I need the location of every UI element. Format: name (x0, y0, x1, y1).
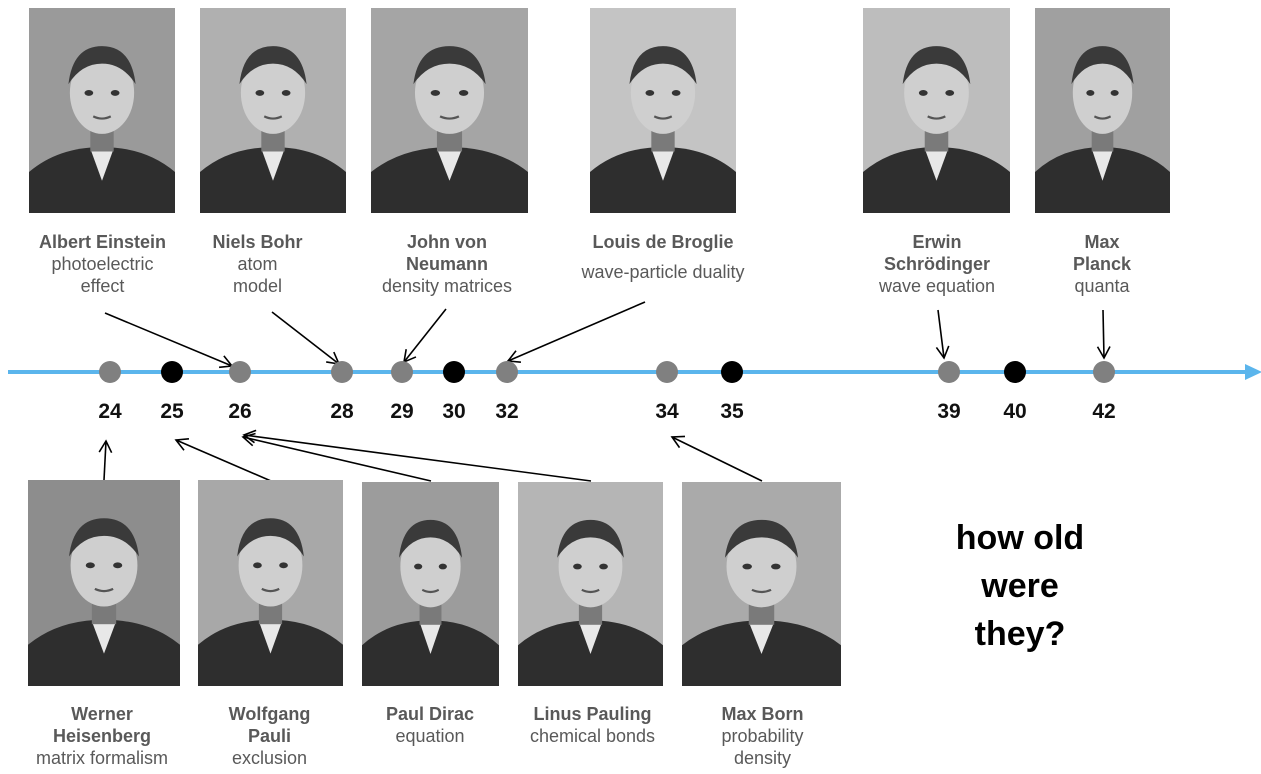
physicist-name: Niels Bohr (212, 232, 303, 252)
portrait-silhouette (200, 8, 346, 213)
caption-wolfgang-pauli: Wolfgang Pauli exclusion (207, 703, 332, 769)
age-label-24: 24 (98, 400, 122, 423)
age-label-35: 35 (720, 400, 744, 423)
portrait-silhouette (518, 482, 663, 686)
physicist-name: Max Planck (1072, 232, 1132, 274)
physicist-name: Max Born (721, 704, 804, 724)
physicist-achievement: density matrices (381, 276, 513, 296)
physicist-achievement: wave equation (878, 276, 996, 296)
arrow-von-neumann (402, 308, 447, 364)
physicist-achievement: matrix formalism (35, 748, 168, 768)
portrait-silhouette (198, 480, 343, 686)
timeline-marker-30 (443, 361, 465, 383)
caption-max-born: Max Born probability density (690, 703, 835, 769)
portrait-silhouette (28, 480, 180, 686)
arrow-bohr (271, 311, 341, 366)
age-label-28: 28 (330, 400, 354, 423)
arrow-dirac (241, 432, 432, 482)
portrait-silhouette (863, 8, 1010, 213)
portrait-paul-dirac (362, 482, 499, 686)
timeline-marker-32 (496, 361, 518, 383)
caption-albert-einstein: Albert Einstein photoelectric effect (15, 231, 190, 297)
caption-louis-de-broglie: Louis de Broglie wave-particle duality (555, 231, 771, 283)
timeline-marker-29 (391, 361, 413, 383)
physicist-achievement: chemical bonds (529, 726, 656, 746)
portrait-albert-einstein (29, 8, 175, 213)
caption-niels-bohr: Niels Bohr atom model (200, 231, 315, 297)
arrow-born (670, 435, 763, 482)
physicist-name: Erwin Schrödinger (883, 232, 990, 274)
physicist-achievement: exclusion (231, 748, 308, 768)
age-arrows (98, 301, 1111, 482)
physicist-achievement: photoelectric effect (51, 254, 154, 296)
timeline-marker-42 (1093, 361, 1115, 383)
age-label-40: 40 (1003, 400, 1027, 423)
portrait-silhouette (1035, 8, 1170, 213)
arrow-pauli (174, 438, 272, 482)
physicist-name: Paul Dirac (385, 704, 475, 724)
caption-john-von-neumann: John von Neumann density matrices (352, 231, 542, 297)
physicist-name: John von Neumann (405, 232, 488, 274)
age-label-39: 39 (937, 400, 961, 423)
physicist-achievement: wave-particle duality (581, 262, 745, 282)
age-label-29: 29 (390, 400, 414, 423)
caption-werner-heisenberg: Werner Heisenberg matrix formalism (12, 703, 192, 769)
age-label-25: 25 (160, 400, 184, 423)
caption-linus-pauling: Linus Pauling chemical bonds (515, 703, 670, 747)
timeline-marker-26 (229, 361, 251, 383)
age-label-34: 34 (655, 400, 679, 423)
portrait-silhouette (362, 482, 499, 686)
physicist-name: Albert Einstein (38, 232, 167, 252)
portrait-silhouette (682, 482, 841, 686)
arrow-pauling (242, 429, 592, 482)
portrait-louis-de-broglie (590, 8, 736, 213)
physicist-achievement: probability density (721, 726, 804, 768)
physicist-name: Werner Heisenberg (52, 704, 152, 746)
age-label-32: 32 (495, 400, 519, 423)
question-text: how old were they? (955, 519, 1085, 653)
timeline-marker-25 (161, 361, 183, 383)
physicist-name: Wolfgang Pauli (228, 704, 311, 746)
physicist-achievement: quanta (1074, 276, 1130, 296)
caption-paul-dirac: Paul Dirac equation (370, 703, 490, 747)
portrait-niels-bohr (200, 8, 346, 213)
timeline-marker-35 (721, 361, 743, 383)
portrait-silhouette (371, 8, 528, 213)
caption-erwin-schrodinger: Erwin Schrödinger wave equation (858, 231, 1016, 297)
arrow-schrodinger (935, 309, 950, 360)
arrow-de-broglie (506, 301, 646, 364)
arrow-heisenberg (98, 439, 113, 481)
age-label-30: 30 (442, 400, 466, 423)
timeline-marker-34 (656, 361, 678, 383)
physicist-achievement: atom model (232, 254, 283, 296)
age-label-26: 26 (228, 400, 252, 423)
physicist-achievement: equation (395, 726, 465, 746)
timeline-marker-40 (1004, 361, 1026, 383)
portrait-silhouette (590, 8, 736, 213)
age-label-42: 42 (1092, 400, 1116, 423)
portrait-linus-pauling (518, 482, 663, 686)
portrait-wolfgang-pauli (198, 480, 343, 686)
caption-max-planck: Max Planck quanta (1052, 231, 1152, 297)
portrait-max-planck (1035, 8, 1170, 213)
portrait-silhouette (29, 8, 175, 213)
physicist-name: Linus Pauling (533, 704, 652, 724)
timeline-marker-28 (331, 361, 353, 383)
physicist-name: Louis de Broglie (592, 232, 734, 252)
arrow-planck (1096, 309, 1111, 360)
portrait-max-born (682, 482, 841, 686)
timeline-marker-39 (938, 361, 960, 383)
portrait-werner-heisenberg (28, 480, 180, 686)
timeline-marker-24 (99, 361, 121, 383)
arrow-einstein (104, 312, 234, 369)
portrait-erwin-schrodinger (863, 8, 1010, 213)
timeline-arrowhead (1245, 364, 1261, 380)
portrait-john-von-neumann (371, 8, 528, 213)
